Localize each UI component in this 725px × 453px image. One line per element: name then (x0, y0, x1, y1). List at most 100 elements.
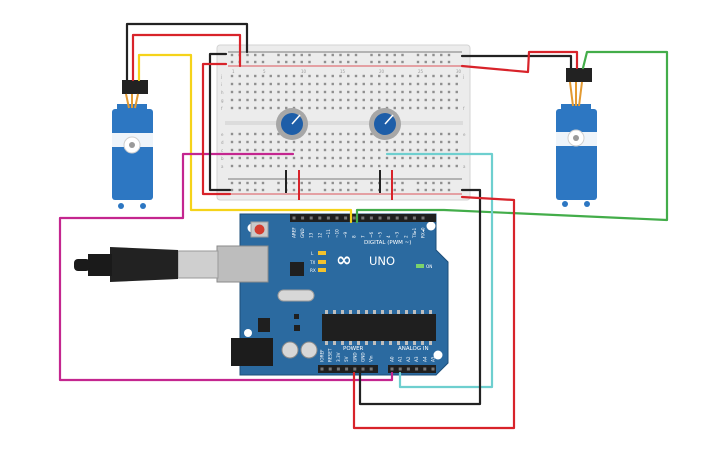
bb-hole[interactable] (455, 82, 458, 86)
bb-hole[interactable] (269, 148, 272, 152)
bb-hole[interactable] (378, 82, 381, 86)
bb-hole[interactable] (432, 148, 435, 152)
bb-hole[interactable] (246, 140, 249, 144)
analog-pin[interactable] (423, 367, 427, 371)
bb-hole[interactable] (254, 132, 257, 136)
wire-black-gnd-board[interactable] (358, 188, 482, 406)
bb-rail-hole[interactable] (254, 60, 257, 64)
bb-hole[interactable] (432, 98, 435, 102)
bb-rail-hole[interactable] (432, 181, 435, 185)
digital-pin[interactable] (326, 216, 330, 220)
bb-hole[interactable] (323, 90, 327, 94)
bb-rail-hole[interactable] (331, 181, 334, 185)
power-pin[interactable] (336, 367, 340, 371)
bb-hole[interactable] (401, 156, 404, 160)
bb-rail-hole[interactable] (261, 181, 265, 185)
bb-hole[interactable] (370, 164, 373, 168)
wire-black-servo-right-gnd[interactable] (460, 54, 573, 70)
bb-hole[interactable] (308, 98, 311, 102)
bb-hole[interactable] (238, 156, 241, 160)
bb-rail-hole[interactable] (277, 181, 280, 185)
bb-hole[interactable] (254, 140, 257, 144)
bb-hole[interactable] (238, 74, 241, 78)
bb-hole[interactable] (424, 90, 427, 94)
bb-hole[interactable] (440, 98, 443, 102)
bb-hole[interactable] (254, 106, 257, 110)
bb-hole[interactable] (308, 156, 311, 160)
bb-hole[interactable] (385, 82, 389, 86)
bb-hole[interactable] (323, 148, 327, 152)
bb-hole[interactable] (316, 132, 319, 136)
bb-hole[interactable] (246, 164, 249, 168)
bb-hole[interactable] (447, 106, 451, 110)
bb-rail-hole[interactable] (385, 181, 389, 185)
bb-hole[interactable] (432, 140, 435, 144)
bb-hole[interactable] (424, 164, 427, 168)
wire-yellow-servo-left-signal[interactable] (137, 53, 353, 224)
bb-hole[interactable] (230, 90, 234, 94)
bb-hole[interactable] (285, 148, 288, 152)
bb-rail-hole[interactable] (238, 188, 241, 192)
bb-hole[interactable] (339, 140, 342, 144)
bb-hole[interactable] (308, 82, 311, 86)
wire-red-rail-left[interactable] (201, 62, 232, 196)
bb-hole[interactable] (316, 140, 319, 144)
bb-hole[interactable] (261, 132, 265, 136)
digital-pin[interactable] (378, 216, 382, 220)
bb-hole[interactable] (424, 148, 427, 152)
bb-hole[interactable] (323, 140, 327, 144)
bb-hole[interactable] (323, 132, 327, 136)
bb-hole[interactable] (370, 98, 373, 102)
wire-red-5v-board[interactable] (352, 195, 516, 430)
bb-hole[interactable] (238, 82, 241, 86)
bb-rail-hole[interactable] (347, 60, 350, 64)
bb-hole[interactable] (331, 106, 334, 110)
bb-rail-hole[interactable] (285, 53, 288, 57)
digital-pin[interactable] (344, 216, 348, 220)
bb-hole[interactable] (323, 156, 327, 160)
bb-hole[interactable] (378, 106, 381, 110)
bb-hole[interactable] (416, 132, 420, 136)
bb-rail-hole[interactable] (378, 60, 381, 64)
bb-rail-hole[interactable] (331, 53, 334, 57)
bb-rail-hole[interactable] (277, 188, 280, 192)
bb-hole[interactable] (362, 156, 365, 160)
bb-hole[interactable] (292, 74, 296, 78)
bb-hole[interactable] (339, 164, 342, 168)
bb-hole[interactable] (370, 132, 373, 136)
bb-rail-hole[interactable] (300, 188, 303, 192)
bb-hole[interactable] (393, 140, 396, 144)
bb-hole[interactable] (277, 82, 280, 86)
bb-rail-hole[interactable] (300, 53, 303, 57)
bb-hole[interactable] (269, 98, 272, 102)
bb-hole[interactable] (347, 90, 350, 94)
bb-hole[interactable] (308, 140, 311, 144)
bb-hole[interactable] (323, 98, 327, 102)
bb-rail-hole[interactable] (323, 60, 327, 64)
bb-hole[interactable] (378, 98, 381, 102)
bb-hole[interactable] (292, 140, 296, 144)
bb-hole[interactable] (393, 74, 396, 78)
bb-hole[interactable] (447, 132, 451, 136)
bb-hole[interactable] (316, 74, 319, 78)
bb-hole[interactable] (354, 106, 358, 110)
bb-hole[interactable] (393, 148, 396, 152)
bb-hole[interactable] (354, 90, 358, 94)
bb-rail-hole[interactable] (261, 188, 265, 192)
bb-hole[interactable] (230, 74, 234, 78)
bb-hole[interactable] (385, 140, 389, 144)
bb-hole[interactable] (409, 148, 412, 152)
bb-hole[interactable] (261, 82, 265, 86)
bb-hole[interactable] (246, 148, 249, 152)
power-pin[interactable] (361, 367, 365, 371)
bb-hole[interactable] (347, 106, 350, 110)
bb-hole[interactable] (316, 164, 319, 168)
bb-hole[interactable] (261, 140, 265, 144)
bb-hole[interactable] (230, 132, 234, 136)
bb-rail-hole[interactable] (347, 53, 350, 57)
bb-hole[interactable] (447, 74, 451, 78)
digital-pin[interactable] (404, 216, 408, 220)
bb-hole[interactable] (354, 148, 358, 152)
bb-hole[interactable] (354, 82, 358, 86)
bb-hole[interactable] (424, 156, 427, 160)
